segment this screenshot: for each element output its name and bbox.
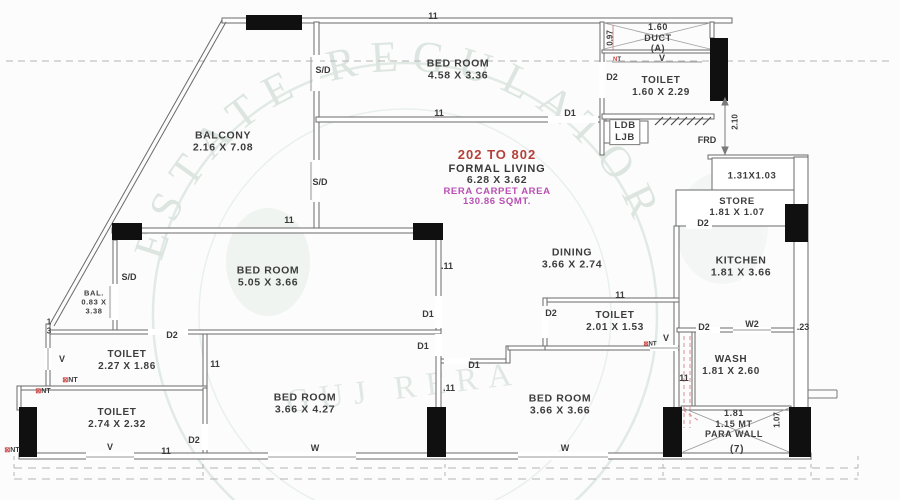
- annotation-nt-7: NT: [612, 57, 622, 63]
- duct-cross: [603, 22, 711, 50]
- plumbing-dashed-red: [682, 336, 700, 428]
- annotation-v-30: V: [58, 354, 66, 364]
- annotation-nt-21: ⊠NT: [643, 341, 657, 348]
- annotation-d1-5: D1: [564, 108, 576, 118]
- annotation-11-0: 11: [428, 11, 438, 21]
- projection-dashed-lines: [6, 60, 892, 480]
- annotation-w2-23: W2: [745, 319, 759, 329]
- annotation-11-25: 11: [679, 373, 689, 383]
- annotation-107-26: 1.07: [772, 412, 782, 428]
- formal-living-name: FORMAL LIVING: [448, 162, 546, 175]
- dimension-lines: [612, 25, 838, 399]
- annotation-d1-14: D1: [422, 309, 434, 319]
- annotation-w-38: W: [560, 443, 570, 453]
- annotation-v-8: V: [658, 53, 666, 63]
- annotation-v-20: V: [662, 333, 670, 343]
- annotation-d2-19: D2: [545, 308, 557, 318]
- window-lines: [47, 57, 771, 458]
- rera-sqmt-line: 130.86 SQMT.: [463, 196, 531, 208]
- annotation-210-11: 2.10: [730, 114, 740, 130]
- wall-openings: [45, 55, 771, 460]
- annotation-d2-9: D2: [606, 72, 618, 82]
- annotation-11-35: 11: [161, 446, 171, 456]
- wall-blocks: [19, 15, 811, 457]
- annotation-d2-27: D2: [697, 218, 709, 228]
- annotation-11-13: .11: [440, 261, 454, 271]
- annotation-sd-2: S/D: [312, 177, 328, 187]
- annotation-11-12: 11: [284, 215, 294, 225]
- rera-carpet-area-line: RERA CARPET AREA: [443, 185, 551, 197]
- annotation-frd-10: FRD: [697, 135, 717, 145]
- annotation-nt-32: ⊠NT: [35, 388, 51, 395]
- formal-living-dims: 6.28 X 3.62: [466, 173, 528, 186]
- annotation-d2-36: D2: [188, 435, 200, 445]
- para-wall-cross: [682, 407, 790, 453]
- annotation-3-40: 3: [46, 326, 52, 336]
- annotation-nt-33: ⊠NT: [4, 447, 20, 454]
- annotation-nt-31: ⊠NT: [62, 377, 78, 384]
- annotation-11-17: .11: [442, 383, 456, 393]
- annotation-sd-1: S/D: [315, 65, 331, 75]
- unit-range-label: 202 TO 802: [457, 147, 537, 163]
- annotation-d2-22: D2: [698, 322, 710, 332]
- formal-living-block: 202 TO 802 FORMAL LIVING 6.28 X 3.62 RER…: [443, 148, 550, 208]
- entry-hatch: [654, 116, 712, 126]
- annotation-sd-3: S/D: [121, 272, 137, 282]
- annotation-d2-28: D2: [166, 330, 178, 340]
- annotation-11-18: 11: [615, 290, 625, 300]
- annotation-d1-16: D1: [468, 360, 480, 370]
- annotation-11-4: 11: [434, 108, 444, 118]
- annotation-11-29: 11: [210, 359, 220, 369]
- room-label-para-wall-note: (7): [729, 444, 745, 456]
- annotation-097-6: 0.97: [605, 30, 615, 46]
- room-label-lobby-1-31: 1.31X1.03: [727, 170, 777, 182]
- annotation-d1-15: D1: [417, 341, 429, 351]
- annotation-w-37: W: [310, 443, 320, 453]
- annotation-23-24: .23: [796, 322, 810, 332]
- annotation-1-39: 1: [46, 317, 52, 327]
- annotation-v-34: V: [106, 442, 114, 452]
